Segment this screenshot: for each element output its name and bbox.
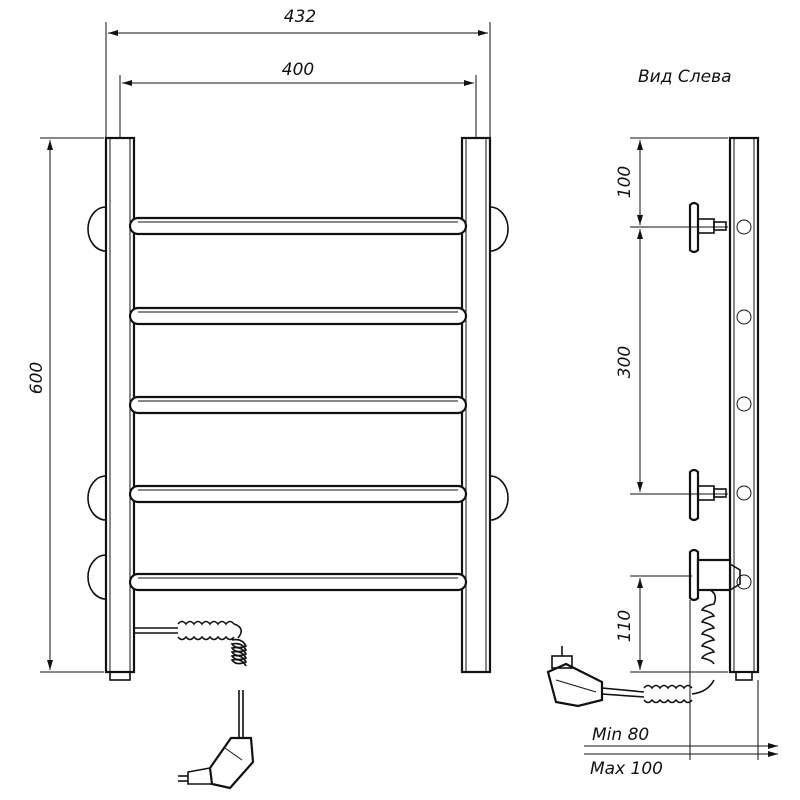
dimension-110-label: 110	[615, 610, 635, 642]
side-brackets	[688, 201, 741, 602]
crossbar	[128, 216, 468, 236]
dimension-600: 600	[27, 137, 104, 673]
side-view: Вид Слева	[546, 67, 778, 779]
crossbars	[128, 216, 468, 592]
offset-dimensions: Min 80 Max 100	[584, 600, 778, 779]
max-offset-label: Max 100	[590, 759, 663, 779]
dimension-400-label: 400	[282, 60, 314, 80]
side-view-title: Вид Слева	[638, 67, 732, 87]
crossbar	[128, 484, 468, 504]
crossbar	[128, 306, 468, 326]
dimension-100-label: 100	[615, 166, 635, 198]
dimension-432: 432	[105, 7, 491, 138]
crossbar	[128, 572, 468, 592]
crossbar	[128, 395, 468, 415]
wall-brackets	[87, 206, 509, 600]
side-power-cable	[546, 589, 717, 708]
side-rail	[728, 136, 760, 681]
dimension-300-label: 300	[615, 346, 635, 378]
dimension-432-label: 432	[284, 7, 316, 27]
side-dimensions: 100 300 110	[615, 137, 728, 673]
min-offset-label: Min 80	[592, 725, 649, 745]
dimension-400: 400	[119, 60, 477, 138]
power-cable	[134, 620, 255, 790]
front-view: 432 400 600	[27, 7, 509, 790]
dimension-600-label: 600	[27, 362, 47, 394]
